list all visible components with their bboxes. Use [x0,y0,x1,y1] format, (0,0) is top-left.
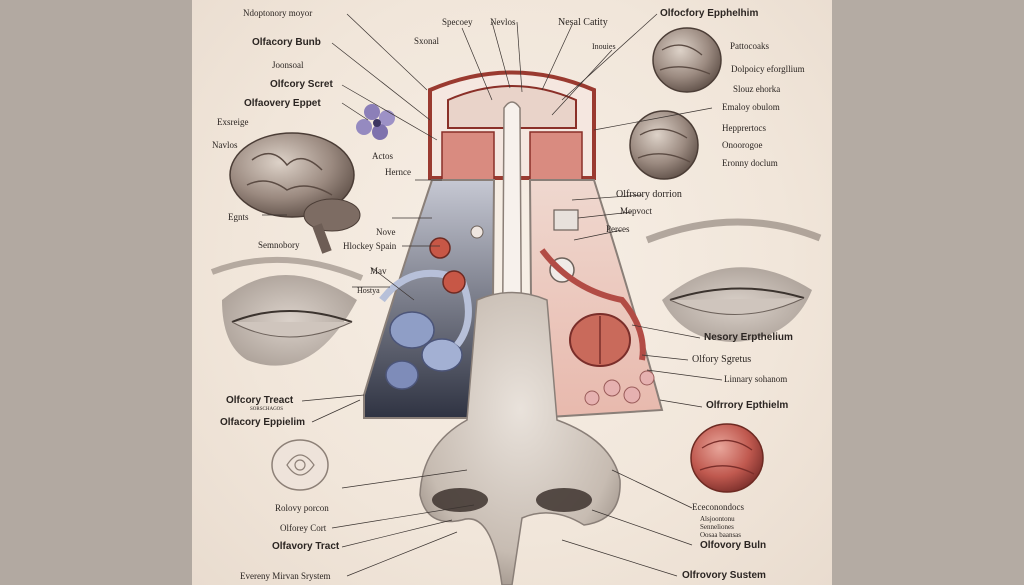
label-sensory-epithelium: Nesory Erpthelium [704,332,793,343]
rose-icon [271,439,329,491]
label-specoey: Specoey [442,17,473,27]
leader-lines [262,13,723,577]
brain-icon-mid-right [629,110,699,180]
left-eye-icon [210,256,364,366]
label-eronny: Eronny doclum [722,158,778,168]
label-inouies: Inouies [592,42,616,51]
label-sxonal: Sxonal [414,36,440,46]
label-nasal-cavity: Nesal Catity [558,17,608,28]
label-olfactory-dorrion: Olfrsory dorrion [616,189,682,200]
nose-icon [419,291,621,585]
label-tract-sub: SORSCHAGOS [250,407,284,412]
label-olfactory-sgretus: Olfory Sgretus [692,354,752,365]
label-navlos: Navlos [212,140,238,150]
brain-icon-large [229,132,361,254]
label-pattocoaks: Pattocoaks [730,41,769,51]
label-oosaa: Oosaa baansas [700,531,742,539]
label-olfactory-eppet: Olfaovery Eppet [244,98,321,109]
label-olfactory-epithelium-left: Olfacory Eppielim [220,417,306,428]
label-alsorns: Alsjoontonu [700,515,735,523]
label-ecconondocs: Ececonondocs [692,502,744,512]
label-olfactory-secret: Olfcory Scret [270,79,333,90]
label-slouz: Slouz ehorka [733,84,781,94]
label-egnts: Egnts [228,212,249,222]
label-exsreige: Exsreige [217,117,249,127]
label-olfactory-epithelium-right: Olfrrory Epthielm [706,400,789,411]
label-hlockey: Hlockey Spain [343,241,397,251]
label-system-left: Evereny Mirvan Srystem [240,571,331,581]
label-olfactory-tract-bottom: Olfavory Tract [272,541,340,552]
label-top-left: Ndoptonory moyor [243,8,313,18]
label-olfactory-bulb-left: Olfacory Bunb [252,37,321,48]
label-hernce: Hernce [385,167,411,177]
brain-icon-red [690,423,764,493]
label-joonsoal: Joonsoal [272,60,304,70]
left-margin [0,0,192,585]
label-mepvoct: Mepvoct [620,206,652,216]
brain-icon-top-right [652,27,722,93]
label-emaloy: Emaloy obulom [722,102,780,112]
label-olfactory-bulb-right: Olfovory Buln [700,540,767,551]
label-dolpoicy: Dolpoicy eforgllium [731,64,805,74]
label-onoorogoe: Onoorogoe [722,140,763,150]
label-hostya: Hostya [357,286,380,295]
label-linnary: Linnary sohanom [724,374,788,384]
label-olfactory-cort: Olforey Cort [280,523,327,533]
label-rolovy: Rolovy porcon [275,503,329,513]
label-olfactory-epithelium-top: Olfocfory Epphelhim [660,8,759,19]
right-margin [832,0,1024,585]
label-entonnes: Senneliones [700,523,734,531]
violet-flower-icon [356,104,395,140]
label-heppretocs: Hepprertocs [722,123,766,133]
label-olfactory-tract-left: Olfcory Treact [226,395,294,406]
right-eye-icon [645,218,822,342]
label-semnobory: Semnobory [258,240,300,250]
label-mav: Mav [370,266,387,276]
label-nove: Nove [376,227,396,237]
label-nevlos: Nevlos [490,17,516,27]
label-olfactory-system-right: Olfrovory Sustem [682,570,766,581]
anatomy-illustration [210,13,822,585]
label-perces: Perces [606,224,630,234]
label-actos: Actos [372,151,393,161]
